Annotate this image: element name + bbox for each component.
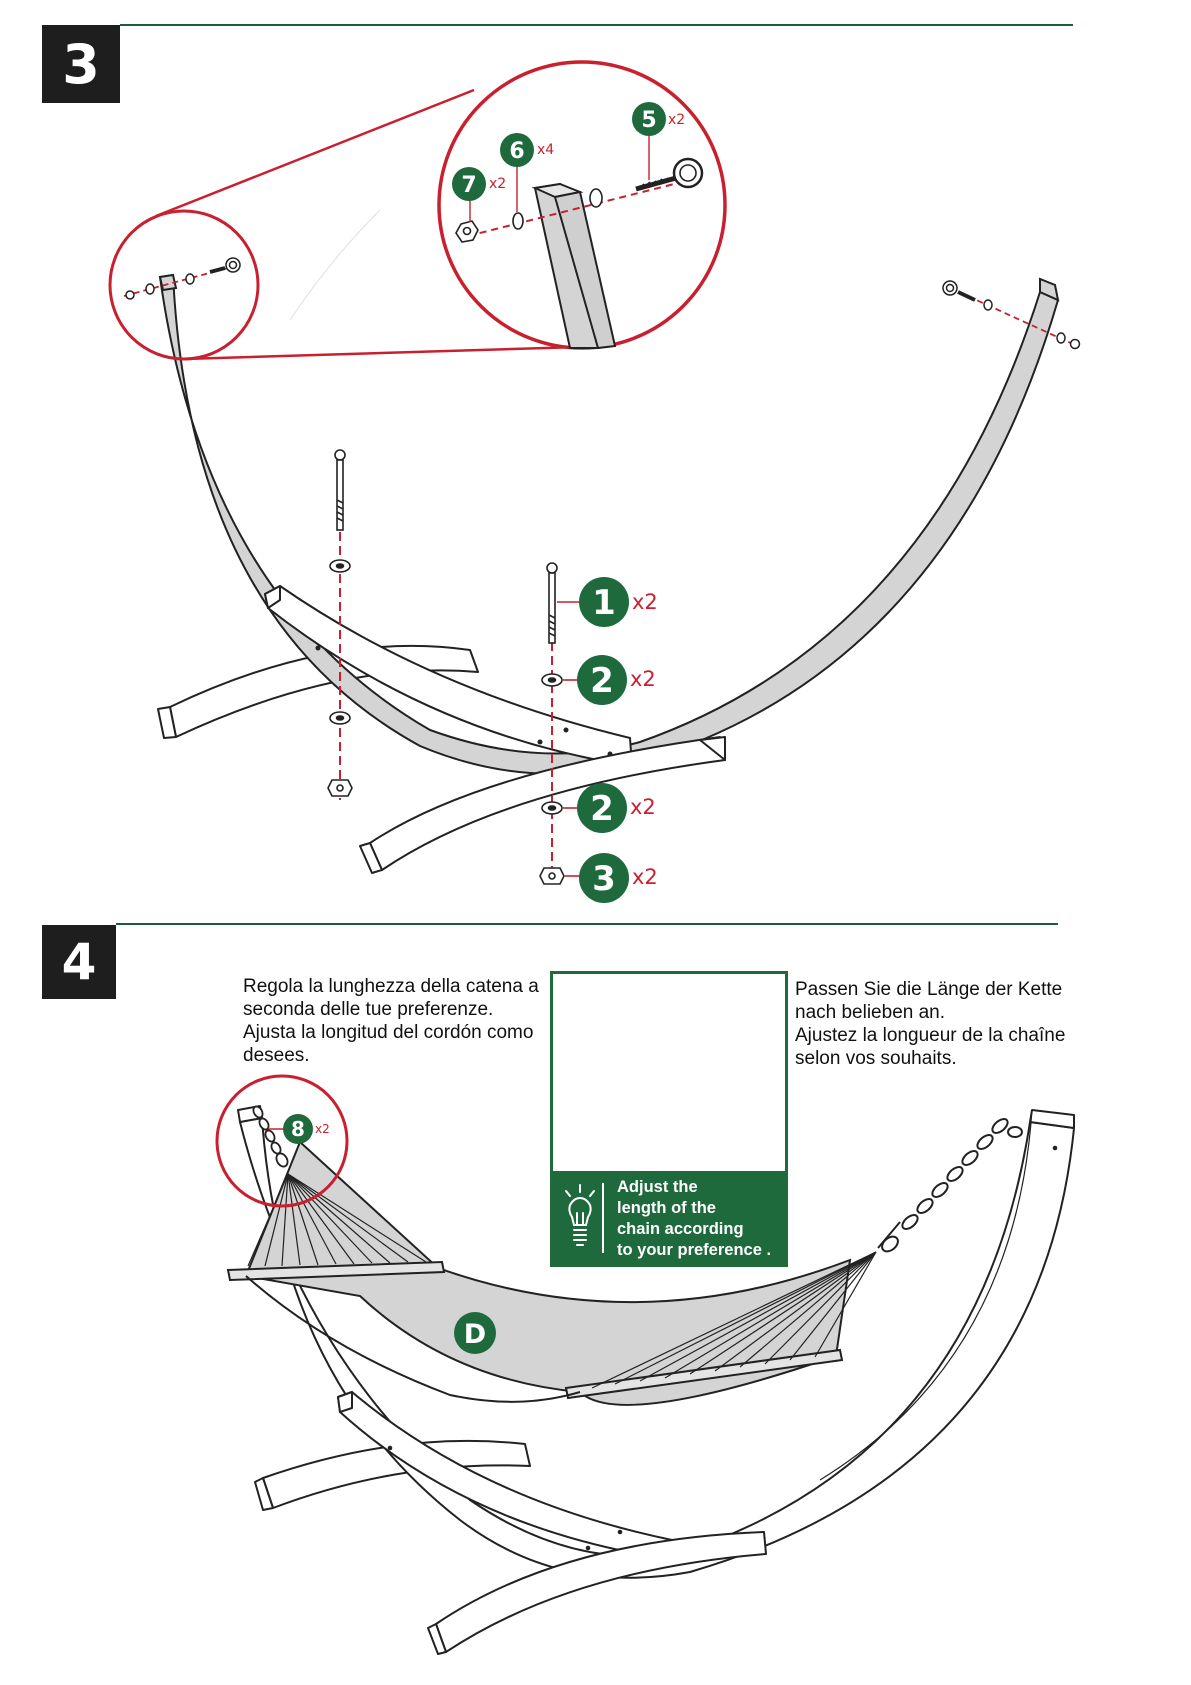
tip-text: Adjust the length of the chain according…: [617, 1177, 771, 1261]
step4-leg-back: [254, 1439, 531, 1511]
part-2a-number: 2: [590, 661, 614, 701]
step4-text-right: Passen Sie die Länge der Kette nach beli…: [795, 978, 1065, 1070]
part-1-number: 1: [592, 583, 616, 623]
step3-right-top-hardware: [942, 280, 1081, 350]
tip-bar: Adjust the length of the chain according…: [553, 1171, 785, 1264]
tip-line-3: chain according: [617, 1220, 744, 1238]
step3-frame-arc: [158, 273, 1060, 775]
part-6-number: 6: [509, 139, 524, 164]
text-right-line-3: Ajustez la longueur de la chaîne: [795, 1025, 1066, 1046]
part-2b-marker: 2 x2: [577, 783, 656, 833]
part-5-qty: x2: [668, 112, 685, 128]
part-8-qty: x2: [315, 1122, 330, 1136]
part-6-marker: 6 x4: [500, 133, 554, 167]
step-4-badge: 4: [42, 925, 116, 999]
step4-chain-right: [877, 1118, 1023, 1253]
hammock-d-marker: D: [454, 1312, 496, 1354]
text-left-line-3: Ajusta la longitud del cordón como: [243, 1022, 534, 1043]
part-7-qty: x2: [489, 176, 506, 192]
part-1-qty: x2: [632, 590, 658, 614]
step-3-rule: [120, 24, 1073, 26]
tip-panel: Adjust the length of the chain according…: [550, 971, 788, 1267]
tip-line-4: to your preference .: [617, 1241, 772, 1259]
part-2b-qty: x2: [630, 795, 656, 819]
step3-leg-front: [359, 736, 726, 874]
step3-illustration: [108, 60, 1081, 885]
step4-chain-callout: [215, 1074, 349, 1208]
tip-line-1: Adjust the: [617, 1178, 698, 1196]
part-7-marker: 7 x2: [452, 167, 506, 201]
part-8-number: 8: [291, 1117, 305, 1141]
part-2a-qty: x2: [630, 667, 656, 691]
tip-divider: [602, 1183, 604, 1253]
lightbulb-icon: [565, 1184, 595, 1246]
step3-leaders: [557, 601, 580, 877]
step-4-rule: [116, 923, 1058, 925]
step3-zoom-callout: [108, 60, 727, 361]
step3-bolt-right: [539, 562, 565, 885]
hammock-label: D: [464, 1319, 486, 1350]
step4-leg-front: [427, 1531, 767, 1655]
part-3-marker: 3 x2: [579, 853, 658, 903]
step3-faint-marks: [289, 209, 381, 321]
step4-text-left: Regola la lunghezza della catena a secon…: [243, 975, 539, 1067]
text-left-line-4: desees.: [243, 1045, 310, 1066]
part-2a-marker: 2 x2: [577, 655, 656, 705]
step3-holes: [315, 645, 613, 757]
part-1-marker: 1 x2: [579, 577, 658, 627]
part-circles: 5 x2 6 x4 7 x2 1 x2 2 x2 2 x2: [283, 102, 685, 1354]
part-8-marker: 8 x2: [283, 1114, 330, 1144]
step-3-badge: 3: [42, 25, 120, 103]
part-5-number: 5: [641, 108, 656, 133]
part-5-marker: 5 x2: [632, 102, 685, 136]
text-right-line-1: Passen Sie die Länge der Kette: [795, 979, 1063, 1000]
part-7-number: 7: [461, 173, 476, 198]
step3-bolt-left: [327, 449, 353, 800]
part-3-qty: x2: [632, 865, 658, 889]
text-left-line-1: Regola la lunghezza della catena a: [243, 976, 539, 997]
text-left-line-2: seconda delle tue preferenze.: [243, 999, 494, 1020]
tip-line-2: length of the: [617, 1199, 716, 1217]
text-right-line-2: nach belieben an.: [795, 1002, 946, 1023]
part-6-qty: x4: [537, 142, 554, 158]
text-right-line-4: selon vos souhaits.: [795, 1048, 957, 1069]
part-2b-number: 2: [590, 789, 614, 829]
part-3-number: 3: [592, 859, 616, 899]
step3-left-top-hardware: [123, 257, 241, 300]
